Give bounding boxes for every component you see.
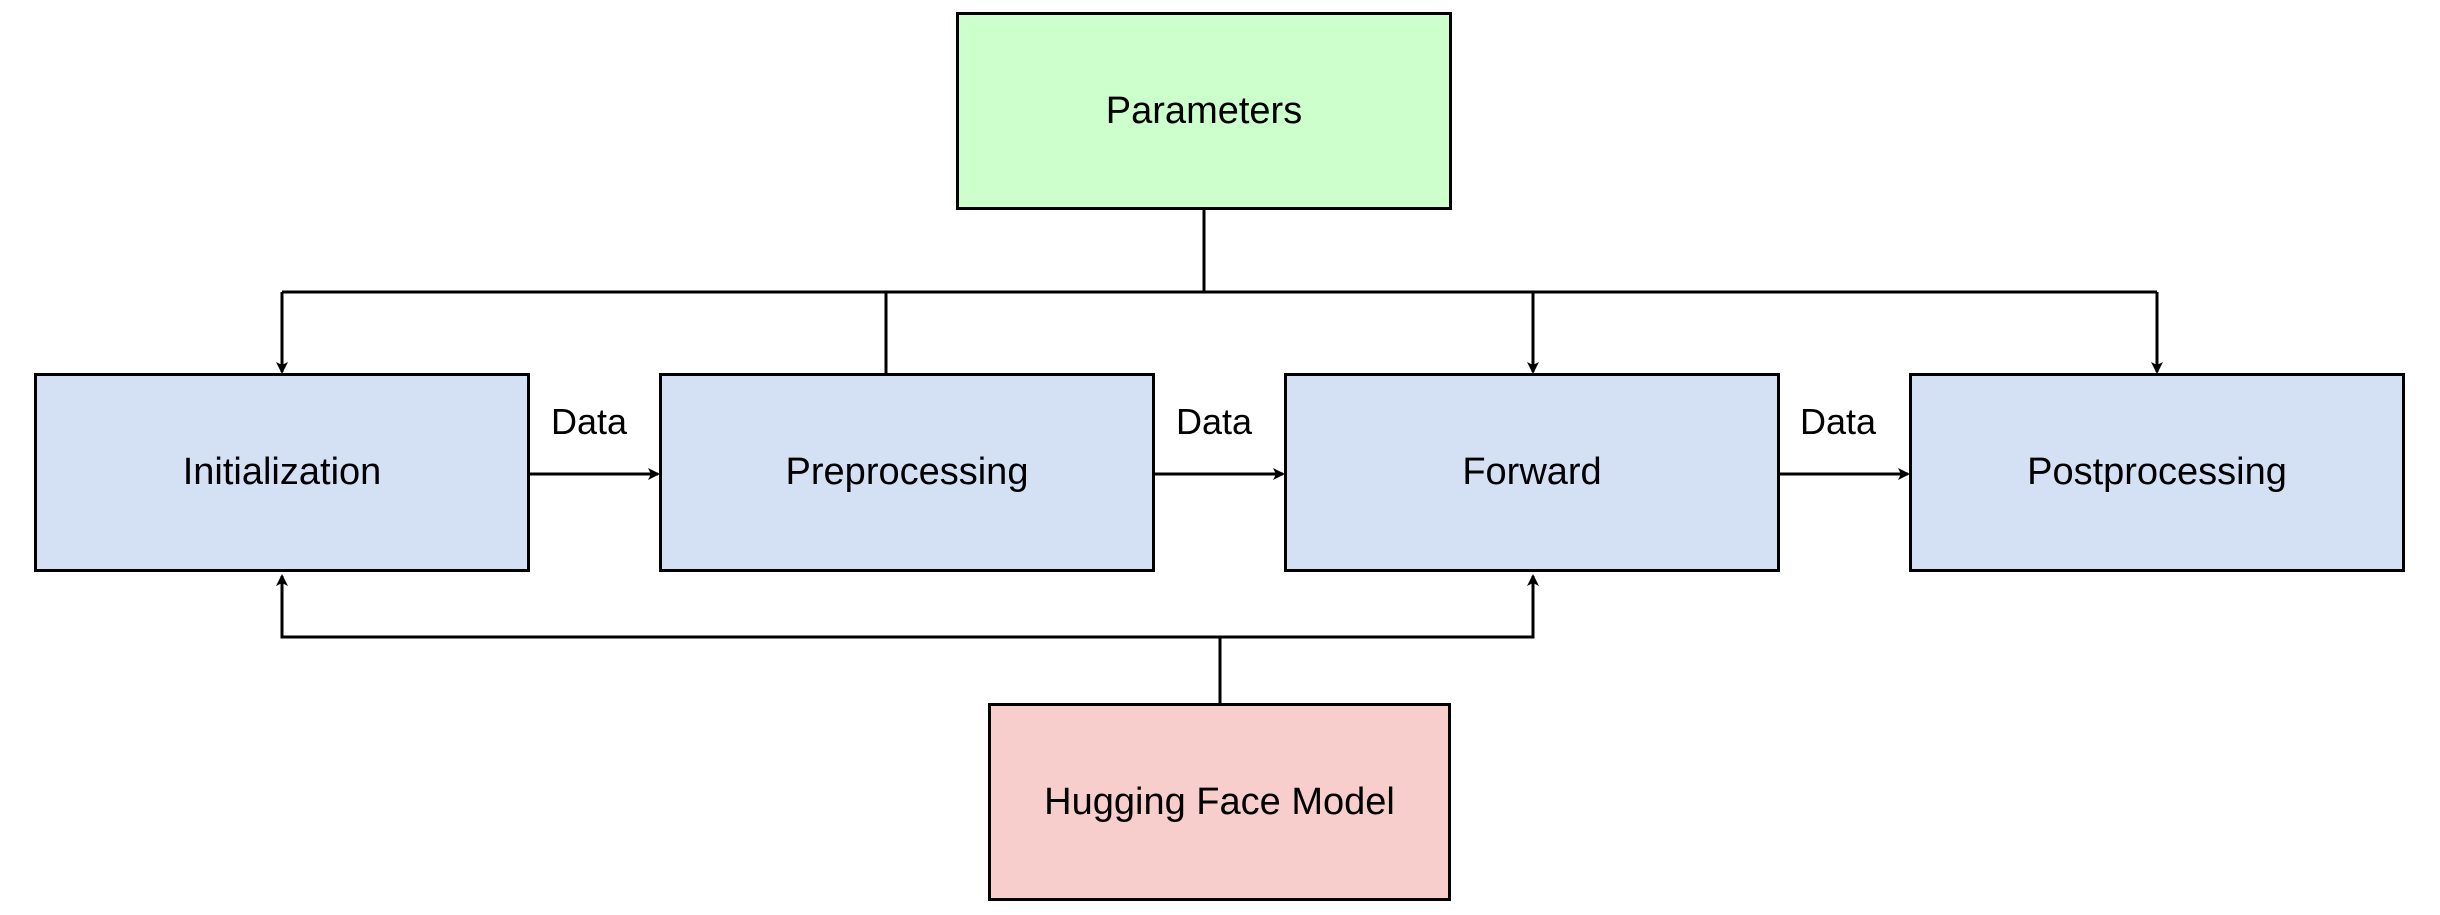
- edge-hf-model-initialization: [276, 574, 1220, 639]
- parameters-node: Parameters: [956, 12, 1452, 210]
- data-label-preprocessing-forward: Data: [1176, 401, 1253, 442]
- forward-node: Forward: [1284, 373, 1780, 572]
- postprocessing-label: Postprocessing: [2027, 451, 2287, 493]
- data-label-initialization-preprocessing: Data: [551, 401, 628, 442]
- preprocessing-label: Preprocessing: [785, 451, 1029, 493]
- hugging-face-model-node: Hugging Face Model: [988, 703, 1451, 901]
- parameters-label: Parameters: [1105, 89, 1303, 132]
- initialization-node: Initialization: [34, 373, 530, 572]
- initialization-label: Initialization: [182, 451, 382, 493]
- hugging-face-model-label: Hugging Face Model: [1044, 780, 1395, 823]
- postprocessing-node: Postprocessing: [1909, 373, 2405, 572]
- forward-label: Forward: [1462, 451, 1602, 493]
- edge-hf-model-forward: [1220, 574, 1539, 639]
- preprocessing-node: Preprocessing: [659, 373, 1155, 572]
- data-label-forward-postprocessing: Data: [1800, 401, 1877, 442]
